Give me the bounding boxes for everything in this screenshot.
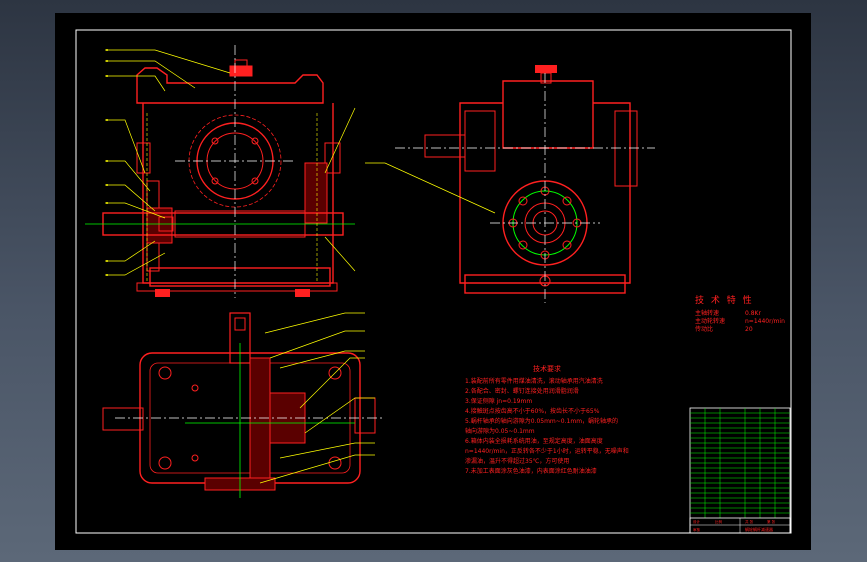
tech-req-line-3: 4.接触斑点按齿高不小于60%，按齿长不小于65% <box>465 407 600 415</box>
drawing-border <box>75 29 792 534</box>
tech-req-title: 技术要求 <box>533 364 561 373</box>
tech-spec-title: 技 术 特 性 <box>695 294 754 306</box>
tech-spec-row-1-value: n=1440r/min <box>745 318 785 325</box>
title-block: 蜗轮蜗杆减速器 设计 审核 比例 共 张 第 张 <box>689 517 791 534</box>
tech-spec-row-2-label: 传动比 <box>695 325 713 333</box>
tech-req-line-1: 2.各配合、密封、螺钉连接处用润滑脂润滑 <box>465 387 579 395</box>
parts-list <box>689 407 791 534</box>
title-block-heading: 蜗轮蜗杆减速器 <box>745 526 773 532</box>
tech-spec-row-0-value: 0.8Kr <box>745 310 761 317</box>
title-block-cell-2: 比例 <box>715 519 723 524</box>
tech-spec-row-1-label: 主动轮转速 <box>695 317 725 325</box>
tech-req-line-4: 5.蜗杆轴承的轴向游隙为0.05mm~0.1mm，蜗轮轴承的 <box>465 417 618 425</box>
tech-req-line-6: 6.箱体内装全损耗系统用油，至规定高度，油面高度 <box>465 437 603 445</box>
side-view <box>365 65 655 303</box>
front-view <box>85 45 355 298</box>
tech-req-line-0: 1.装配前所有零件用煤油清洗，滚动轴承用汽油清洗 <box>465 377 603 385</box>
tech-req-line-9: 7.未加工表面涂灰色油漆，内表面涂红色耐油油漆 <box>465 467 597 475</box>
title-block-cell-3: 共 张 <box>745 519 754 524</box>
title-block-cell-0: 设计 <box>693 519 701 524</box>
tech-requirements: 技术要求 1.装配前所有零件用煤油清洗，滚动轴承用汽油清洗 2.各配合、密封、螺… <box>465 364 629 475</box>
tech-spec: 技 术 特 性 主轴转速 0.8Kr 主动轮转速 n=1440r/min 传动比… <box>695 294 785 333</box>
title-block-cell-1: 审核 <box>693 527 701 532</box>
drawing-svg: 技 术 特 性 主轴转速 0.8Kr 主动轮转速 n=1440r/min 传动比… <box>75 29 792 534</box>
front-view-leader-dots <box>106 49 108 276</box>
drawing-canvas[interactable]: 技 术 特 性 主轴转速 0.8Kr 主动轮转速 n=1440r/min 传动比… <box>55 13 811 550</box>
tech-req-line-8: 渗漏油，温升不得超过35℃，方可使用 <box>465 457 569 465</box>
title-block-cell-4: 第 张 <box>767 519 776 524</box>
tech-spec-row-0-label: 主轴转速 <box>695 309 719 317</box>
tech-req-line-7: n=1440r/min，正反转各不少于1小时，运转平稳，无噪声和 <box>465 447 629 455</box>
tech-req-line-5: 轴向游隙为0.05~0.1mm <box>465 427 535 435</box>
top-view <box>102 312 385 498</box>
front-view-leaders <box>105 49 356 276</box>
tech-spec-row-2-value: 20 <box>745 326 753 333</box>
tech-req-line-2: 3.保证侧隙 jn=0.19mm <box>465 397 532 405</box>
